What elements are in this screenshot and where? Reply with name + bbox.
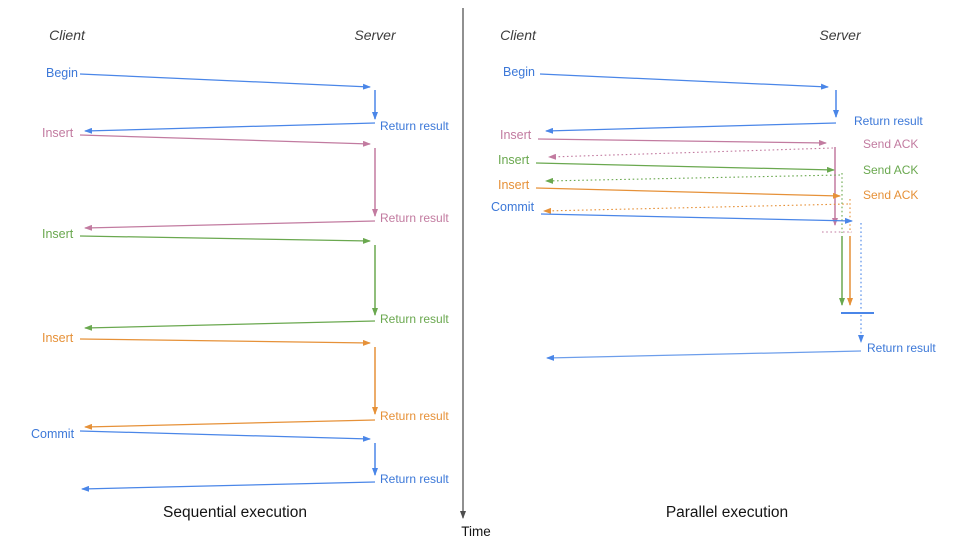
par-begin-request-arrow [539,73,829,90]
seq-insert1-response-label: Return result [380,211,449,225]
par-insert1-request-arrow [537,138,827,146]
seq-insert3-label: Insert [42,331,74,345]
par-msg-insert1: Insert Send ACK [500,128,918,233]
par-insert3-ack-label: Send ACK [863,188,918,202]
par-insert3-label: Insert [498,178,530,192]
seq-insert2-request-arrow [79,235,371,244]
par-msg-begin: Begin Return result [503,65,923,134]
par-commit-response-label: Return result [867,341,936,355]
seq-insert3-return-arrow [84,419,376,430]
par-msg-insert3: Insert Send ACK [498,178,918,306]
time-axis-label: Time [461,524,491,539]
par-client-heading: Client [500,27,537,43]
seq-msg-insert1: Insert Return result [42,126,449,231]
seq-insert1-request-arrow [79,134,371,147]
parallel-caption: Parallel execution [666,504,788,521]
seq-insert3-request-arrow [79,338,371,346]
seq-msg-insert2: Insert Return result [42,227,449,331]
par-insert3-ack-arrow [543,203,849,214]
par-commit-return-arrow [546,350,862,361]
par-msg-insert2: Insert Send ACK [498,153,918,306]
seq-insert2-label: Insert [42,227,74,241]
time-axis: Time [460,8,491,539]
sequential-panel: Client Server Begin Return result Insert… [31,27,449,521]
seq-begin-label: Begin [46,66,78,80]
par-insert1-label: Insert [500,128,532,142]
par-begin-return-arrow [545,122,837,134]
par-insert3-request-arrow [535,187,841,199]
seq-commit-request-arrow [79,430,371,442]
par-begin-response-label: Return result [854,114,923,128]
parallel-panel: Client Server Begin Return result Insert… [491,27,936,521]
seq-begin-request-arrow [79,73,371,90]
seq-begin-return-arrow [84,122,376,134]
seq-commit-response-label: Return result [380,472,449,486]
par-commit-request-arrow [540,213,853,224]
par-server-heading: Server [819,27,862,43]
seq-insert3-response-label: Return result [380,409,449,423]
seq-server-heading: Server [354,27,397,43]
par-insert2-request-arrow [535,162,835,173]
seq-commit-return-arrow [81,481,376,492]
par-insert1-ack-label: Send ACK [863,137,918,151]
seq-msg-commit: Commit Return result [31,427,449,492]
seq-insert1-return-arrow [84,220,376,231]
sequential-caption: Sequential execution [163,504,307,521]
seq-msg-begin: Begin Return result [46,66,449,134]
seq-client-heading: Client [49,27,86,43]
par-begin-label: Begin [503,65,535,79]
seq-insert2-response-label: Return result [380,312,449,326]
par-insert2-ack-arrow [545,174,841,184]
seq-commit-label: Commit [31,427,75,441]
par-insert2-label: Insert [498,153,530,167]
par-insert1-ack-arrow [548,147,834,160]
par-msg-commit: Commit Return result [491,200,936,361]
seq-insert1-label: Insert [42,126,74,140]
seq-insert2-return-arrow [84,320,376,331]
par-commit-label: Commit [491,200,535,214]
par-insert2-ack-label: Send ACK [863,163,918,177]
seq-begin-response-label: Return result [380,119,449,133]
seq-msg-insert3: Insert Return result [42,331,449,430]
